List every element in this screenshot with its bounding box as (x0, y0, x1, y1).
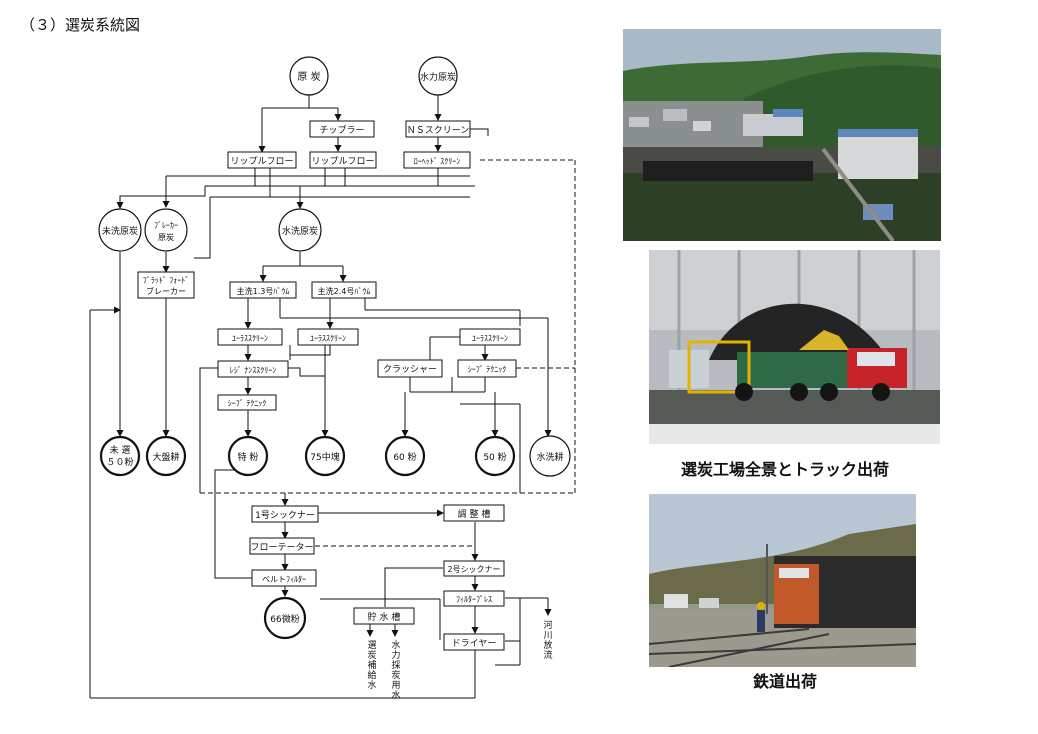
rail-shipping-caption: 鉄道出荷 (752, 672, 817, 691)
urus-screen-box-1 (217, 328, 283, 346)
hydraulic-water-note: 水力採炭用水 (391, 639, 400, 701)
crusher-label: クラッシャー (383, 364, 437, 375)
special-powder-node (227, 435, 269, 477)
sieve-technic-label-1: ｼｰﾌﾞ ﾃｸﾆｯｸ (468, 365, 507, 374)
resonance-screen-label: ﾚｼﾞ ﾅﾝｽｽｸﾘｰﾝ (230, 366, 277, 375)
resonance-screen-box (217, 360, 289, 378)
ripple-flow-label-1: リップルフロー (230, 156, 293, 167)
lump-coal-label: 大盤耕 (152, 451, 179, 463)
unselected-50-powder-node (99, 435, 141, 477)
water-tank-box (353, 607, 415, 625)
selection-water-note: 選炭補給水 (367, 640, 376, 691)
lump-coal-node (145, 435, 187, 477)
thickener-2-label: 2号シックナー (447, 565, 500, 574)
urus-screen-box-3 (459, 328, 521, 346)
unselected-label-2: ５０粉 (106, 456, 133, 468)
truck-shipping-image (649, 250, 940, 444)
belt-filter-label: ベルトﾌｨﾙﾀｰ (262, 575, 306, 584)
urus-screen-label-3: ﾕｰﾗｽｽｸﾘｰﾝ (472, 334, 508, 343)
mid-75-label: 75中塊 (310, 451, 339, 463)
ns-screen-label: ＮＳスクリーン (407, 125, 470, 136)
micro-66-label: 66微粉 (270, 613, 299, 625)
filter-press-label: ﾌｨﾙﾀｰﾌﾟﾚｽ (456, 595, 492, 604)
chippler-label: チッブラー (319, 124, 364, 136)
powder-50-label: 50 粉 (483, 451, 506, 463)
hydro-cake-label: 水洗耕 (536, 451, 563, 463)
ripple-flow-box-1 (227, 151, 297, 169)
dryer-label: ドライヤー (452, 638, 497, 649)
raw-coal-node: 原 炭 (289, 56, 329, 96)
chippler-box (309, 120, 375, 138)
lowhead-screen-label: ﾛｰﾍｯﾄﾞ ｽｸﾘｰﾝ (414, 157, 461, 166)
dryer-box (443, 633, 505, 651)
flow-nodes: 原 炭 水力原炭 未洗原炭 ﾌﾞﾚｰｶｰ 原炭 水洗原炭 (98, 56, 571, 701)
breaker-raw-label-2: 原炭 (158, 233, 174, 242)
flotator-label: フローテーター (250, 542, 313, 553)
bradford-label-2: ブレーカー (146, 286, 186, 296)
jig-13-box (229, 281, 297, 299)
bradford-label-1: ﾌﾞﾗｯﾄﾞ ﾌｫｰﾄﾞ (143, 276, 190, 285)
mid-75-node (304, 435, 346, 477)
jig-24-box (311, 281, 377, 299)
raw-coal-label: 原 炭 (297, 71, 320, 83)
coal-preparation-flow-diagram: 原 炭 水力原炭 未洗原炭 ﾌﾞﾚｰｶｰ 原炭 水洗原炭 (89, 56, 576, 701)
powder-50-node (474, 435, 516, 477)
breaker-raw-label-1: ﾌﾞﾚｰｶｰ (154, 221, 178, 230)
lowhead-screen-box (403, 151, 471, 169)
flow-lines (89, 95, 576, 699)
truck-shipping-caption: 選炭工場全景とトラック出荷 (680, 460, 889, 479)
sieve-technic-box-1 (457, 359, 517, 378)
rail-shipping-photo (649, 494, 916, 667)
washed-raw-label: 水洗原炭 (282, 225, 318, 237)
urus-screen-label-2: ﾕｰﾗｽｽｸﾘｰﾝ (310, 334, 346, 343)
hydro-cake-node (529, 435, 571, 477)
plant-overview-image (623, 29, 941, 241)
ns-screen-box (405, 120, 471, 138)
special-powder-label: 特 粉 (238, 451, 259, 463)
plant-overview-photo (623, 29, 941, 241)
thickener-2-box (443, 560, 505, 577)
bradford-breaker-box (137, 271, 195, 299)
breaker-raw-node: ﾌﾞﾚｰｶｰ 原炭 (144, 208, 188, 252)
thickener-1-label: 1号シックナー (255, 510, 315, 521)
vertical-notes: 河川放流 選炭補給水 水力採炭用水 (367, 619, 552, 701)
ripple-flow-label-2: リップルフロー (311, 156, 374, 167)
page-title: （３）選炭系統図 (20, 16, 141, 34)
unwashed-raw-label: 未洗原炭 (102, 225, 138, 237)
jig-13-label: 主洗1.3号ﾊﾞｳﾑ (237, 286, 290, 296)
jig-24-label: 主洗2.4号ﾊﾞｳﾑ (318, 286, 371, 296)
unwashed-raw-node: 未洗原炭 (98, 208, 142, 252)
rail-shipping-image (649, 494, 916, 667)
unselected-label-1: 未 選 (110, 444, 131, 456)
crusher-box (377, 359, 443, 378)
urus-screen-label-1: ﾕｰﾗｽｽｸﾘｰﾝ (232, 334, 268, 343)
hydraulic-raw-label: 水力原炭 (420, 71, 456, 83)
sieve-technic-label-2: ｼｰﾌﾞ ﾃｸﾆｯｸ (228, 399, 267, 408)
micro-66-node (263, 596, 307, 640)
adjust-tank-box (443, 504, 505, 522)
adjust-tank-label: 調 整 槽 (458, 508, 491, 520)
powder-60-node (384, 435, 426, 477)
hydraulic-raw-node: 水力原炭 (418, 56, 458, 96)
belt-filter-box (251, 569, 317, 587)
powder-60-label: 60 粉 (393, 451, 416, 463)
sieve-technic-box-2 (217, 394, 277, 411)
filter-press-box (443, 590, 505, 607)
urus-screen-box-2 (297, 328, 359, 346)
truck-shipping-photo (649, 250, 940, 444)
washed-raw-node: 水洗原炭 (278, 208, 322, 252)
river-discharge-note: 河川放流 (543, 619, 552, 661)
flotator-box (249, 537, 315, 555)
ripple-flow-box-2 (309, 151, 377, 169)
thickener-1-box (251, 505, 319, 523)
water-tank-label: 貯 水 槽 (368, 611, 401, 623)
